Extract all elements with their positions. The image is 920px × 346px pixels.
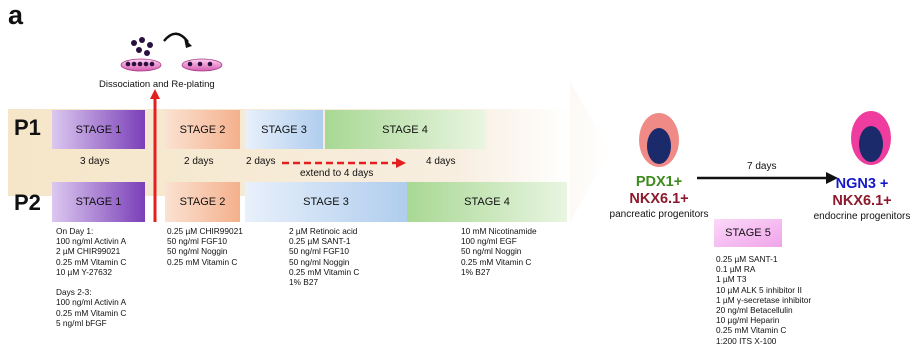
- nkx61-marker-2: NKX6.1+: [832, 193, 892, 209]
- extend-arrowhead-icon: [396, 158, 406, 168]
- p1-stage3-label: STAGE 3: [261, 123, 307, 136]
- pancreatic-progenitor-block: PDX1+ NKX6.1+ pancreatic progenitors: [596, 174, 722, 220]
- duration-stage5: 7 days: [747, 161, 777, 172]
- stage5-box: [714, 219, 782, 247]
- nkx61-marker-1: NKX6.1+: [629, 191, 689, 207]
- pdx1-marker: PDX1+: [635, 174, 683, 190]
- p2-stage4-box: [407, 182, 567, 222]
- p2-stage2-box: [165, 182, 240, 222]
- endocrine-progenitor-caption: endocrine progenitors: [813, 211, 911, 222]
- extend-label: extend to 4 days: [300, 168, 374, 179]
- panel-label: a: [8, 0, 24, 30]
- duration-stage1: 3 days: [80, 156, 110, 167]
- endocrine-progenitor-cell-icon: [851, 111, 891, 165]
- stage3-conditions: 2 µM Retinoic acid 0.25 µM SANT-1 50 ng/…: [289, 226, 360, 288]
- progression-arrowhead-icon: [826, 172, 838, 184]
- duration-stage4: 4 days: [426, 156, 456, 167]
- stage5-label: STAGE 5: [725, 227, 771, 239]
- endocrine-progenitor-block: NGN3 + NKX6.1+ endocrine progenitors: [806, 176, 918, 222]
- duration-stage2: 2 days: [184, 156, 214, 167]
- p2-stage1-box: [52, 182, 145, 222]
- p2-stage3-label: STAGE 3: [303, 196, 349, 208]
- duration-stage3: 2 days: [246, 156, 276, 167]
- curved-arrow-icon: [163, 32, 189, 43]
- p1-stage2-label: STAGE 2: [179, 123, 226, 136]
- dissociated-cells: [131, 37, 153, 56]
- p1-stage1-box: [52, 110, 145, 149]
- row-label-p1: P1: [14, 115, 41, 140]
- p1-stage1-label: STAGE 1: [75, 123, 122, 136]
- stage1-conditions: On Day 1: 100 ng/ml Activin A 2 µM CHIR9…: [56, 226, 127, 328]
- stage5-conditions: 0.25 µM SANT-1 0.1 µM RA 1 µM T3 10 µM A…: [716, 254, 812, 346]
- timeline-band: [8, 82, 891, 247]
- p1-stage3-box: [245, 110, 323, 149]
- dissociation-label: Dissociation and Re-plating: [99, 79, 215, 90]
- replating-arrowhead-icon: [150, 89, 160, 99]
- dissociation-illustration: [120, 32, 223, 72]
- culture-dish-right: [181, 58, 223, 72]
- pancreatic-progenitor-cell-icon: [639, 113, 679, 167]
- stage4-conditions: 10 mM Nicotinamide 100 ng/ml EGF 50 ng/m…: [461, 226, 537, 277]
- row-label-p2: P2: [14, 190, 41, 215]
- pancreatic-progenitor-caption: pancreatic progenitors: [609, 209, 709, 220]
- p2-stage2-label: STAGE 2: [179, 196, 226, 208]
- p2-stage4-label: STAGE 4: [464, 196, 510, 208]
- p1-stage4-label: STAGE 4: [382, 123, 428, 136]
- culture-dish-left: [120, 58, 162, 72]
- ngn3-marker: NGN3 +: [835, 176, 889, 192]
- stage2-conditions: 0.25 µM CHIR99021 50 ng/ml FGF10 50 ng/m…: [167, 226, 243, 267]
- p1-stage4-box: [325, 110, 485, 149]
- p1-stage2-box: [165, 110, 240, 149]
- p2-stage1-label: STAGE 1: [75, 196, 122, 208]
- p2-stage3-box: [245, 182, 407, 222]
